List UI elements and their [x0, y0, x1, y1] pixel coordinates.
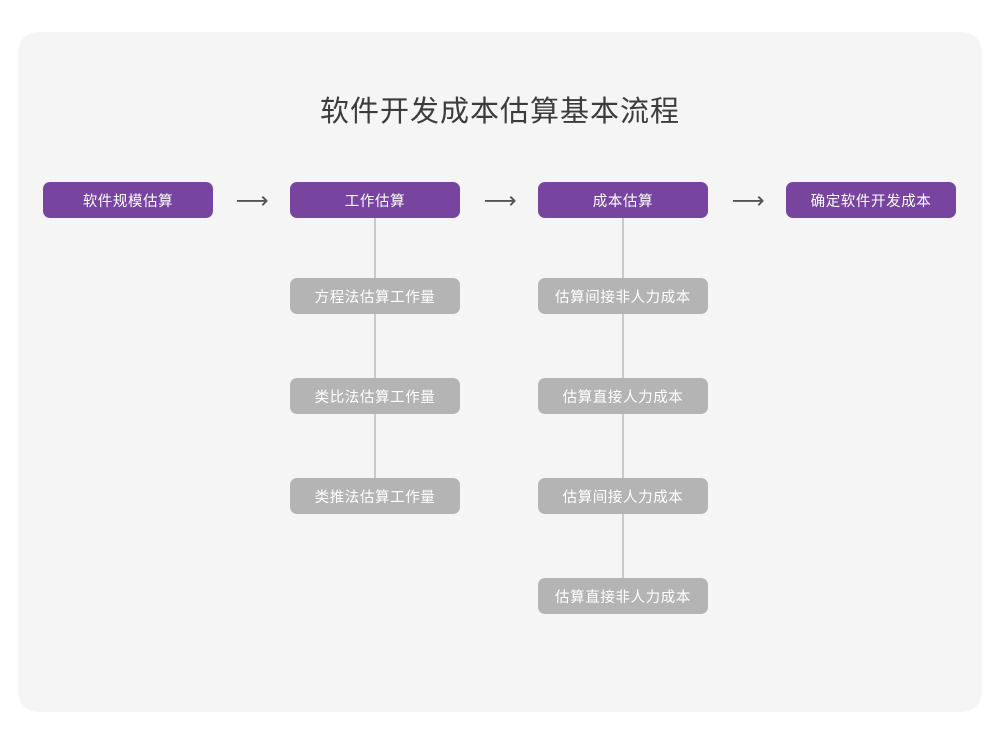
substep-node-2-1[interactable]: 方程法估算工作量 [290, 278, 460, 314]
flow-arrow-icon-3: ⟶ [731, 187, 765, 213]
substep-node-3-1[interactable]: 估算间接非人力成本 [538, 278, 708, 314]
substep-node-2-3[interactable]: 类推法估算工作量 [290, 478, 460, 514]
flow-arrow-icon-2: ⟶ [483, 187, 517, 213]
substep-node-3-3[interactable]: 估算间接人力成本 [538, 478, 708, 514]
stage-node-2[interactable]: 工作估算 [290, 182, 460, 218]
stage-node-4[interactable]: 确定软件开发成本 [786, 182, 956, 218]
stage-node-1[interactable]: 软件规模估算 [43, 182, 213, 218]
connector-line [374, 218, 376, 514]
substep-node-3-4[interactable]: 估算直接非人力成本 [538, 578, 708, 614]
substep-node-3-2[interactable]: 估算直接人力成本 [538, 378, 708, 414]
flow-arrow-icon-1: ⟶ [235, 187, 269, 213]
stage-node-3[interactable]: 成本估算 [538, 182, 708, 218]
page-title: 软件开发成本估算基本流程 [319, 96, 680, 128]
connector-line [622, 218, 624, 614]
diagram-card [18, 32, 982, 712]
substep-node-2-2[interactable]: 类比法估算工作量 [290, 378, 460, 414]
